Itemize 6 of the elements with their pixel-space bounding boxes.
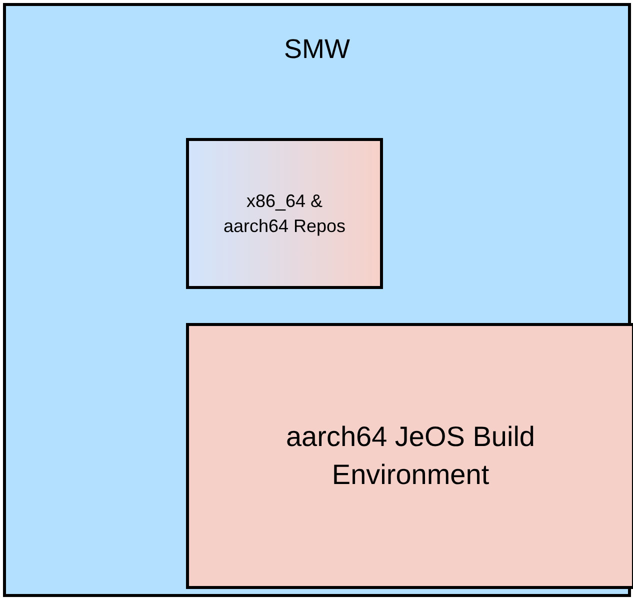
container-box — [3, 3, 631, 597]
box-label: x86_64 & aarch64 Repos — [222, 190, 347, 238]
box-label: SMW — [284, 33, 350, 66]
box-label: aarch64 JeOS Build Environment — [284, 420, 536, 492]
process-box — [186, 138, 383, 289]
process-box — [186, 323, 633, 589]
